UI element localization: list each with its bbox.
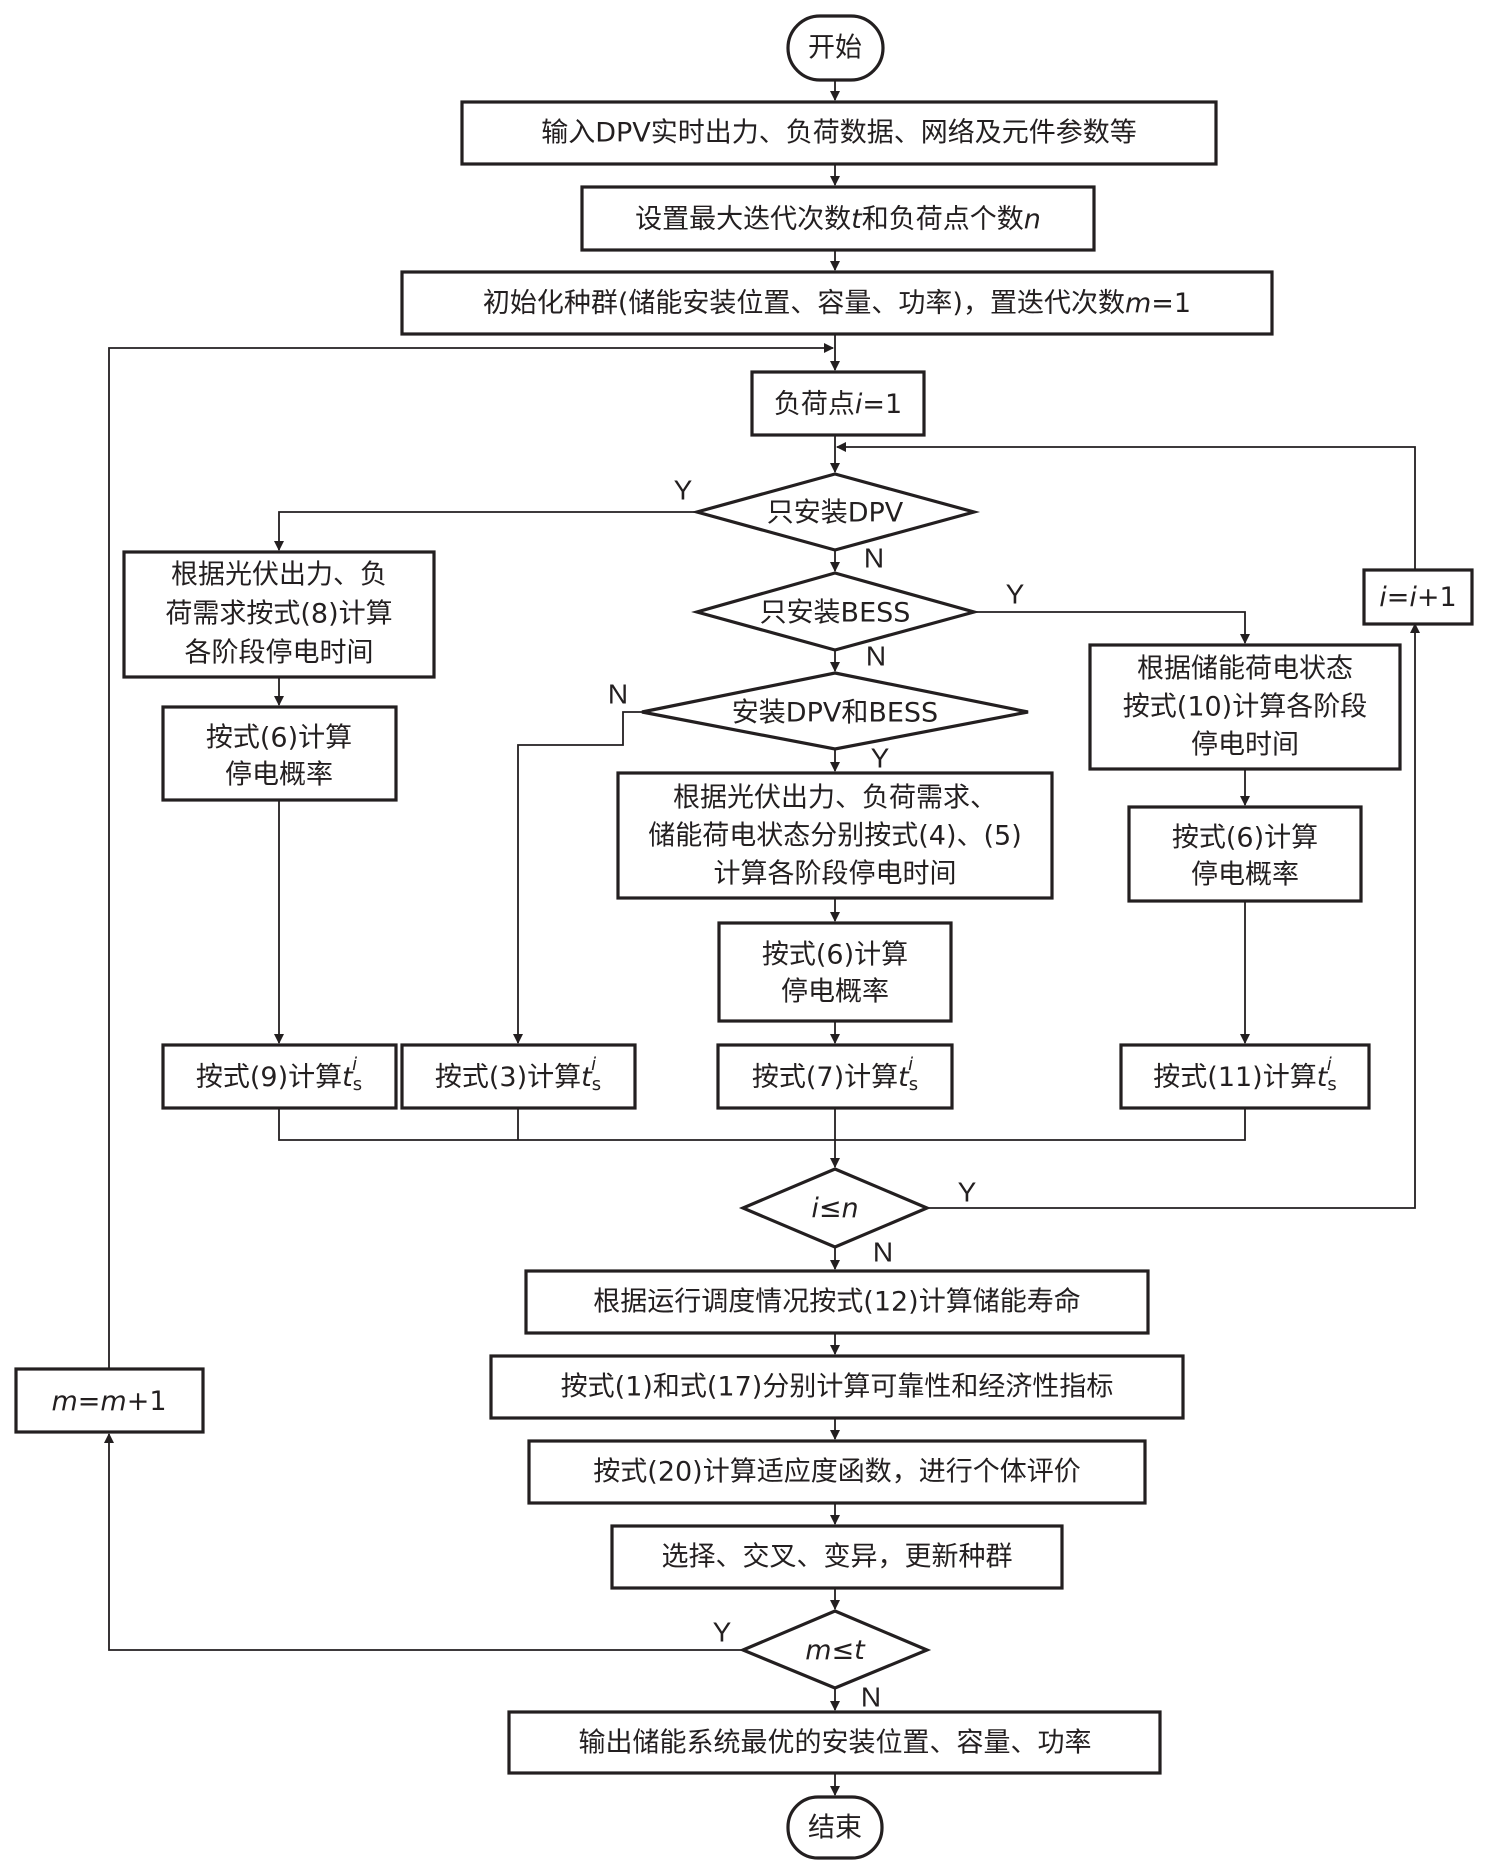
load-point-text: 负荷点i=1	[774, 389, 902, 420]
indices-text: 按式(1)和式(17)分别计算可靠性和经济性指标	[561, 1372, 1114, 1403]
arrow-dpv-yes	[274, 511, 697, 551]
load-point-box: 负荷点i=1	[750, 370, 926, 437]
bess-prob-line-1: 按式(6)计算	[1172, 823, 1318, 854]
bess-outage-line-3: 停电时间	[1191, 730, 1299, 761]
connectors	[104, 80, 1420, 1796]
decision-both: 安装DPV和BESS	[641, 671, 1029, 751]
increment-i-box: i=i+1	[1362, 568, 1474, 626]
none-ts-text: 按式(3)计算tsi	[435, 1054, 601, 1095]
arrow-i-yes	[927, 623, 1420, 1209]
bess-ts-box: 按式(11)计算tsi	[1119, 1043, 1371, 1110]
pv-outage-line-2: 荷需求按式(8)计算	[165, 599, 392, 630]
bess-probability-box: 按式(6)计算 停电概率	[1127, 805, 1363, 903]
both-ts-text: 按式(7)计算tsi	[752, 1054, 918, 1095]
pv-prob-line-1: 按式(6)计算	[206, 723, 352, 754]
set-params-box: 设置最大迭代次数t和负荷点个数n	[580, 185, 1096, 252]
input-text: 输入DPV实时出力、负荷数据、网络及元件参数等	[541, 118, 1137, 149]
bess-ts-text: 按式(11)计算tsi	[1153, 1054, 1336, 1095]
label-m-no: N	[861, 1682, 881, 1713]
decision-bess-only: 只安装BESS	[691, 571, 980, 652]
bess-outage-line-2: 按式(10)计算各阶段	[1123, 692, 1367, 723]
branch-labels: Y N Y N N Y Y N Y N	[608, 475, 1025, 1713]
output-box: 输出储能系统最优的安装位置、容量、功率	[507, 1710, 1162, 1775]
pv-probability-box: 按式(6)计算 停电概率	[161, 705, 398, 802]
evolve-box: 选择、交叉、变异，更新种群	[610, 1524, 1064, 1590]
arrow-m-yes	[104, 1433, 743, 1651]
decision-dpv-only-text: 只安装DPV	[767, 498, 904, 529]
decision-m-text: m≤t	[805, 1635, 866, 1666]
loop-m-back	[108, 343, 834, 1385]
decision-i-text: i≤n	[811, 1193, 858, 1224]
pv-prob-line-2: 停电概率	[225, 760, 333, 791]
label-m-yes: Y	[713, 1617, 732, 1648]
both-ts-box: 按式(7)计算tsi	[716, 1043, 954, 1110]
label-both-no: N	[608, 679, 628, 710]
label-bess-no: N	[866, 641, 886, 672]
decision-m-le-t: m≤t	[738, 1609, 932, 1690]
start-label: 开始	[808, 33, 862, 64]
pv-ts-box: 按式(9)计算tsi	[161, 1043, 398, 1110]
bess-prob-line-2: 停电概率	[1191, 860, 1299, 891]
output-text: 输出储能系统最优的安装位置、容量、功率	[579, 1728, 1092, 1759]
none-ts-box: 按式(3)计算tsi	[400, 1043, 637, 1110]
both-probability-box: 按式(6)计算 停电概率	[717, 921, 953, 1023]
pv-ts-text: 按式(9)计算tsi	[196, 1054, 362, 1095]
init-population-text: 初始化种群(储能安装位置、容量、功率)，置迭代次数m=1	[483, 288, 1191, 319]
start-terminal: 开始	[786, 14, 885, 82]
loop-i-back	[836, 442, 1416, 570]
input-box: 输入DPV实时出力、负荷数据、网络及元件参数等	[460, 100, 1218, 166]
end-terminal: 结束	[786, 1795, 884, 1860]
label-dpv-yes: Y	[674, 475, 693, 506]
bess-outage-time-box: 根据储能荷电状态 按式(10)计算各阶段 停电时间	[1088, 643, 1402, 771]
decision-both-text: 安装DPV和BESS	[732, 698, 938, 729]
end-label: 结束	[808, 1813, 862, 1844]
increment-i-text: i=i+1	[1379, 582, 1456, 613]
decision-dpv-only: 只安装DPV	[690, 472, 981, 552]
life-text: 根据运行调度情况按式(12)计算储能寿命	[593, 1287, 1080, 1318]
evolve-text: 选择、交叉、变异，更新种群	[662, 1542, 1013, 1573]
increment-m-box: m=m+1	[14, 1367, 205, 1434]
pv-outage-line-3: 各阶段停电时间	[185, 638, 374, 669]
indices-box: 按式(1)和式(17)分别计算可靠性和经济性指标	[489, 1354, 1185, 1420]
pv-outage-line-1: 根据光伏出力、负	[171, 560, 387, 591]
both-outage-line-3: 计算各阶段停电时间	[714, 859, 957, 890]
label-i-yes: Y	[958, 1177, 977, 1208]
arrow-bess-yes	[974, 611, 1250, 644]
label-i-no: N	[873, 1237, 893, 1268]
increment-m-text: m=m+1	[51, 1386, 166, 1417]
bess-outage-line-1: 根据储能荷电状态	[1137, 654, 1353, 685]
init-population-box: 初始化种群(储能安装位置、容量、功率)，置迭代次数m=1	[400, 270, 1274, 336]
fitness-text: 按式(20)计算适应度函数，进行个体评价	[593, 1457, 1080, 1488]
decision-bess-only-text: 只安装BESS	[760, 598, 911, 629]
set-params-text: 设置最大迭代次数t和负荷点个数n	[635, 204, 1041, 235]
arrow-both-no	[513, 711, 642, 1044]
both-outage-time-box: 根据光伏出力、负荷需求、 储能荷电状态分别按式(4)、(5) 计算各阶段停电时间	[616, 771, 1054, 900]
merge-line	[278, 1108, 1246, 1141]
fitness-box: 按式(20)计算适应度函数，进行个体评价	[527, 1439, 1147, 1505]
decision-i-le-n: i≤n	[738, 1167, 932, 1249]
label-dpv-no: N	[864, 543, 884, 574]
label-bess-yes: Y	[1006, 579, 1025, 610]
both-outage-line-1: 根据光伏出力、负荷需求、	[673, 783, 997, 814]
label-both-yes: Y	[871, 743, 890, 774]
both-outage-line-2: 储能荷电状态分别按式(4)、(5)	[648, 821, 1022, 852]
pv-outage-time-box: 根据光伏出力、负 荷需求按式(8)计算 各阶段停电时间	[122, 550, 436, 679]
both-prob-line-2: 停电概率	[781, 977, 889, 1008]
life-box: 根据运行调度情况按式(12)计算储能寿命	[524, 1269, 1150, 1335]
both-prob-line-1: 按式(6)计算	[762, 940, 908, 971]
